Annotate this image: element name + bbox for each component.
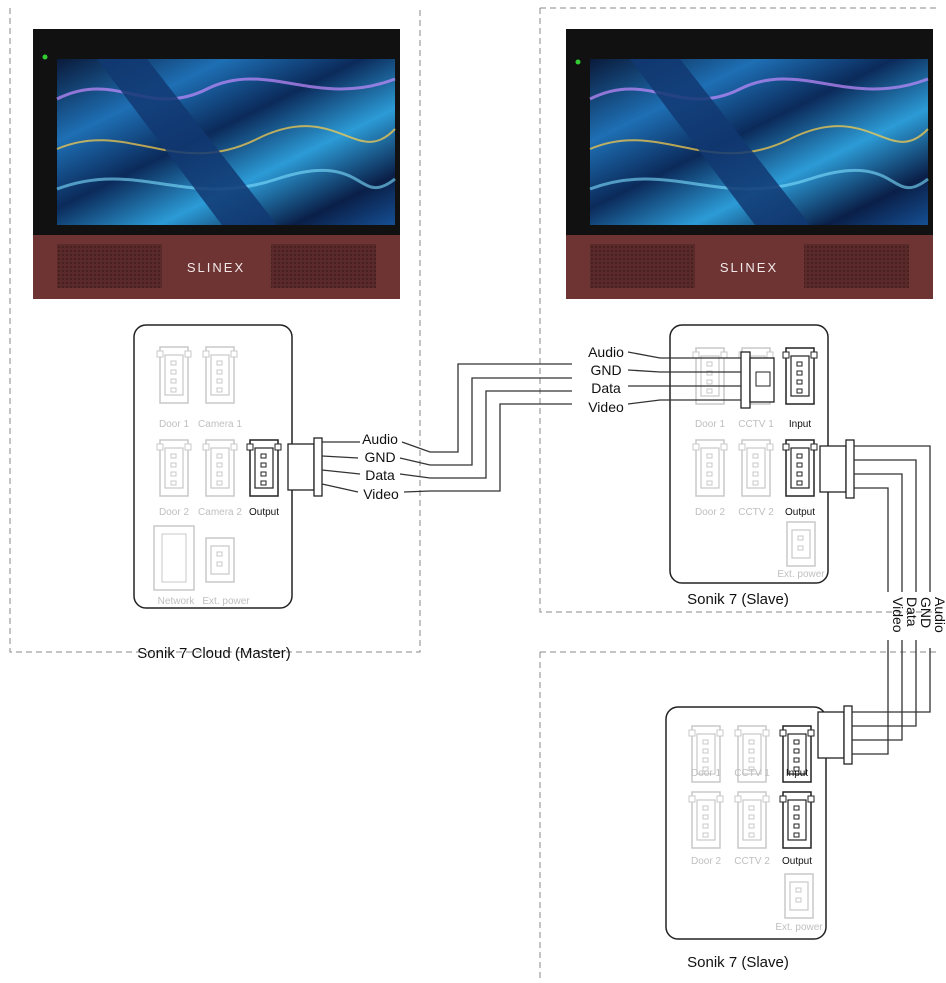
- slave1-cctv2-port: [738, 439, 774, 497]
- slave1-input-port: [782, 347, 818, 405]
- slave2-cctv2-label: CCTV 2: [734, 856, 770, 867]
- slave1-output-wire-labels: Audio GND Data Video: [890, 597, 946, 633]
- slave1-ext-power-label: Ext. power: [777, 569, 825, 580]
- slave1-wire-audio-label: Audio: [588, 344, 624, 360]
- master-door1-port: [156, 346, 192, 404]
- slave2-door2-port: [688, 791, 724, 849]
- slave1-zone-border: [539, 7, 940, 613]
- speaker-grille-right: [804, 244, 909, 288]
- slave1-door1-label: Door 1: [695, 419, 725, 430]
- slave1-output-label: Output: [785, 507, 815, 518]
- speaker-grille-right: [271, 244, 376, 288]
- master-wire-video-label: Video: [363, 486, 399, 502]
- slave2-input-label: Input: [786, 768, 808, 779]
- slave2-ext-power-label: Ext. power: [775, 922, 823, 933]
- master-ext-power-port: [205, 537, 235, 583]
- master-screen: [55, 57, 397, 227]
- slave2-zone-border: [539, 651, 940, 980]
- master-door2-port: [156, 439, 192, 497]
- slave1-wire-gnd-label: GND: [590, 362, 621, 378]
- slave1-door2-label: Door 2: [695, 507, 725, 518]
- power-led: [575, 59, 581, 65]
- slave2-cctv2-port: [734, 791, 770, 849]
- slave1-door2-port: [692, 439, 728, 497]
- wire-audio: [322, 351, 741, 453]
- master-wire-data-label: Data: [365, 467, 395, 483]
- master-camera2-port: [202, 439, 238, 497]
- master-monitor: SLINEX: [33, 29, 400, 299]
- brand-logo: SLINEX: [187, 260, 245, 275]
- slave1-wire-video-label: Video: [588, 399, 624, 415]
- wire-data: [321, 385, 741, 479]
- slave2-output-port: [779, 791, 815, 849]
- vertical-video-label: Video: [890, 597, 906, 633]
- master-network-port: [153, 525, 195, 591]
- wire-video: [321, 399, 741, 493]
- slave2-ext-power-port: [784, 873, 814, 919]
- master-network-label: Network: [158, 596, 196, 607]
- slave1-caption: Sonik 7 (Slave): [687, 591, 789, 608]
- slave1-rear-panel: Door 1 CCTV 1 Input Door 2 CCTV 2 Output…: [669, 324, 855, 584]
- wire-data-2: [852, 473, 903, 741]
- vertical-data-label: Data: [904, 597, 920, 627]
- master-wire-labels: Audio GND Data Video: [362, 431, 399, 502]
- slave2-rear-panel: Door 1 CCTV 1 Input Door 2 CCTV 2 Output…: [665, 705, 853, 940]
- vertical-audio-label: Audio: [932, 597, 946, 633]
- slave2-door2-label: Door 2: [691, 856, 721, 867]
- master-zone-border: [9, 8, 421, 653]
- slave1-screen: [588, 57, 930, 227]
- slave1-ext-power-port: [786, 521, 816, 567]
- master-camera1-label: Camera 1: [198, 419, 242, 430]
- slave2-caption: Sonik 7 (Slave): [687, 954, 789, 971]
- wire-video-2: [852, 487, 889, 755]
- slave2-door1-label: Door 1: [691, 768, 721, 779]
- master-door2-label: Door 2: [159, 507, 189, 518]
- master-caption: Sonik 7 Cloud (Master): [137, 645, 290, 662]
- speaker-grille-left: [57, 244, 162, 288]
- master-door1-label: Door 1: [159, 419, 189, 430]
- master-rear-panel: Door 1 Camera 1 Door 2 Camera 2 Output N…: [133, 324, 323, 609]
- master-ext-power-label: Ext. power: [202, 596, 250, 607]
- slave1-cctv2-label: CCTV 2: [738, 507, 774, 518]
- master-output-plug: [287, 443, 315, 491]
- zone-borders: [9, 7, 940, 980]
- wires: [321, 351, 931, 755]
- master-camera1-port: [202, 346, 238, 404]
- slave1-door1-port: [692, 347, 728, 405]
- power-led: [42, 54, 48, 60]
- slave2-cctv1-label: CCTV 1: [734, 768, 770, 779]
- master-wire-audio-label: Audio: [362, 431, 398, 447]
- slave1-input-plug: [740, 351, 751, 409]
- slave2-input-plug: [817, 711, 845, 759]
- slave1-output-plug: [819, 445, 847, 493]
- master-camera2-label: Camera 2: [198, 507, 242, 518]
- master-wire-gnd-label: GND: [364, 449, 395, 465]
- wire-gnd-2: [852, 459, 917, 727]
- slave1-monitor: SLINEX: [566, 29, 933, 299]
- slave1-output-port: [782, 439, 818, 497]
- brand-logo: SLINEX: [720, 260, 778, 275]
- slave1-wire-labels: Audio GND Data Video: [588, 344, 624, 415]
- slave1-wire-data-label: Data: [591, 380, 621, 396]
- master-output-label: Output: [249, 507, 279, 518]
- slave1-input-label: Input: [789, 419, 811, 430]
- wire-gnd: [321, 369, 741, 466]
- master-output-port: [246, 439, 282, 497]
- slave2-output-label: Output: [782, 856, 812, 867]
- wire-audio-2: [852, 445, 931, 713]
- vertical-gnd-label: GND: [918, 597, 934, 628]
- speaker-grille-left: [590, 244, 695, 288]
- slave1-cctv1-label: CCTV 1: [738, 419, 774, 430]
